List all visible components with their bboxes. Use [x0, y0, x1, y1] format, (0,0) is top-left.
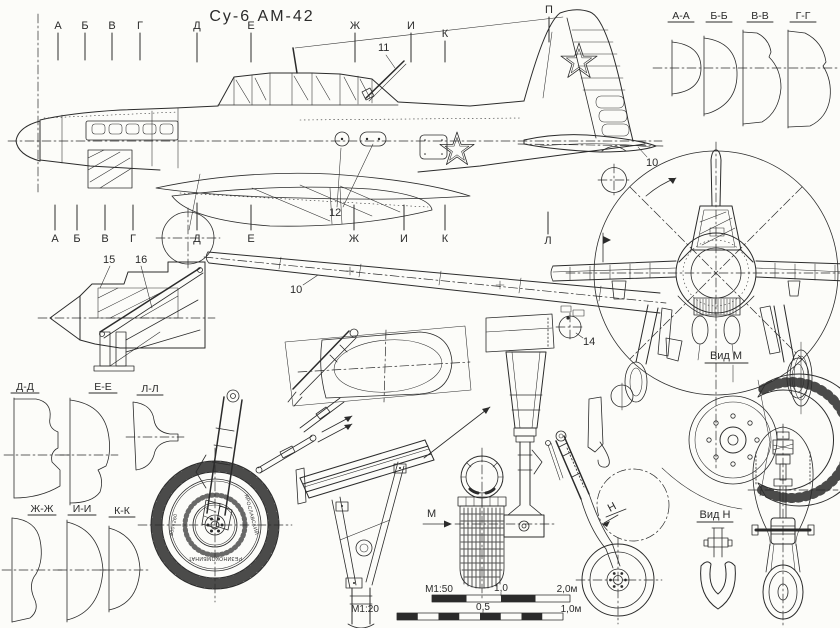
callout-16: 16	[135, 254, 147, 266]
scale-120-mid-value: 0,5	[476, 602, 490, 613]
station-letter: А	[51, 233, 59, 245]
drawing-title: Су-6 АМ-42	[209, 8, 314, 25]
station-letter: Е	[247, 20, 254, 32]
tailwheel-front-view	[747, 423, 839, 627]
callout-14-group: 14	[555, 305, 595, 348]
section-label-ii: И-И	[73, 503, 92, 515]
station-letter: Ж	[349, 233, 359, 245]
wing-spar-detail: 10	[203, 251, 667, 314]
aircraft-front-view: 14	[550, 141, 840, 469]
section-label-vv: В-В	[751, 10, 769, 22]
tailwheel-small-side	[789, 341, 813, 415]
scale-150-mid-value: 1,0	[494, 583, 508, 594]
station-letter: К	[442, 28, 449, 40]
station-markers-top: А Б В Г Д Е Ж И К П	[37, 4, 553, 193]
fuselage-sections-mid: Д-Д Е-Е Л-Л	[3, 381, 185, 506]
cowl-radiator-grille	[693, 297, 741, 316]
station-letter: В	[101, 233, 108, 245]
callout-12: 12	[329, 207, 341, 219]
station-letter: Г	[137, 20, 143, 32]
gear-bay-plan	[284, 325, 472, 443]
station-markers-bottom: А Б В Г Д Е Ж И К Л	[51, 202, 552, 247]
view-m-arrow-label: М	[427, 508, 436, 520]
tire-brand-marking-bottom: РЕЗИНОКОМБИНАТ	[188, 555, 242, 561]
main-wheel-detail: 800×260 ЯРОСЛАВСКИЙ РЕЗИНОКОМБИНАТ	[137, 389, 317, 603]
section-label-bb: Б-Б	[710, 10, 727, 22]
section-label-kk: К-К	[114, 505, 131, 517]
section-label-dd: Д-Д	[16, 381, 34, 393]
station-letter: В	[108, 20, 115, 32]
fuselage-sections-top: А-А Б-Б В-В Г-Г	[652, 10, 840, 129]
oil-cooler-drum: М	[422, 447, 507, 601]
tailwheel-side-detail: Н	[555, 396, 670, 625]
station-letter: Л	[544, 235, 551, 247]
view-m-label: Вид М	[710, 350, 742, 362]
scale-120-label: М1:20	[351, 604, 379, 615]
view-n-fork-detail: Вид Н	[696, 509, 736, 610]
scale-120-end-value: 1,0м	[561, 604, 582, 615]
section-label-gg: Г-Г	[796, 10, 811, 22]
fuselage-star-insignia	[439, 131, 475, 166]
station-letter: К	[442, 233, 449, 245]
aircraft-side-view	[7, 9, 665, 269]
tire-size-marking: 800×260	[169, 513, 180, 536]
engine-mount-detail: 15 16	[37, 254, 216, 372]
fin-star-insignia	[560, 42, 598, 78]
station-letter: А	[54, 20, 62, 32]
station-letter: И	[400, 233, 408, 245]
scale-150-label: М1:50	[425, 584, 453, 595]
engine-mount-truss	[295, 406, 491, 628]
view-m-wheel: Вид М	[661, 350, 840, 510]
station-letter: Ж	[350, 20, 360, 32]
scale-150-end-value: 2,0м	[557, 584, 578, 595]
station-letter: И	[407, 20, 415, 32]
section-label-ee: Е-Е	[94, 381, 112, 393]
section-label-ll: Л-Л	[141, 383, 158, 395]
station-letter: Б	[81, 20, 88, 32]
section-label-aa: А-А	[672, 10, 690, 22]
section-label-zh: Ж-Ж	[31, 503, 54, 515]
station-letter: П	[545, 4, 553, 16]
main-gear-leg-detail	[454, 313, 564, 538]
callout-10-wing: 10	[290, 284, 302, 296]
callout-11: 11	[378, 42, 389, 54]
station-letter: Г	[130, 233, 136, 245]
scale-bars: М1:50 1,0 2,0м М1:20 0,5 1,0м	[351, 583, 582, 621]
callout-14: 14	[583, 336, 595, 348]
fuselage-sections-bottom: Ж-Ж И-И К-К	[1, 503, 149, 623]
side-view-callouts: 11 12 10	[329, 42, 658, 219]
callout-10-tail: 10	[646, 157, 658, 169]
station-letter: Д	[193, 233, 201, 245]
callout-15: 15	[103, 254, 115, 266]
station-letter: Б	[73, 233, 80, 245]
view-n-label: Вид Н	[700, 509, 731, 521]
drum-mesh	[460, 507, 504, 589]
station-letter: Е	[247, 233, 254, 245]
station-letter: Д	[193, 20, 201, 32]
